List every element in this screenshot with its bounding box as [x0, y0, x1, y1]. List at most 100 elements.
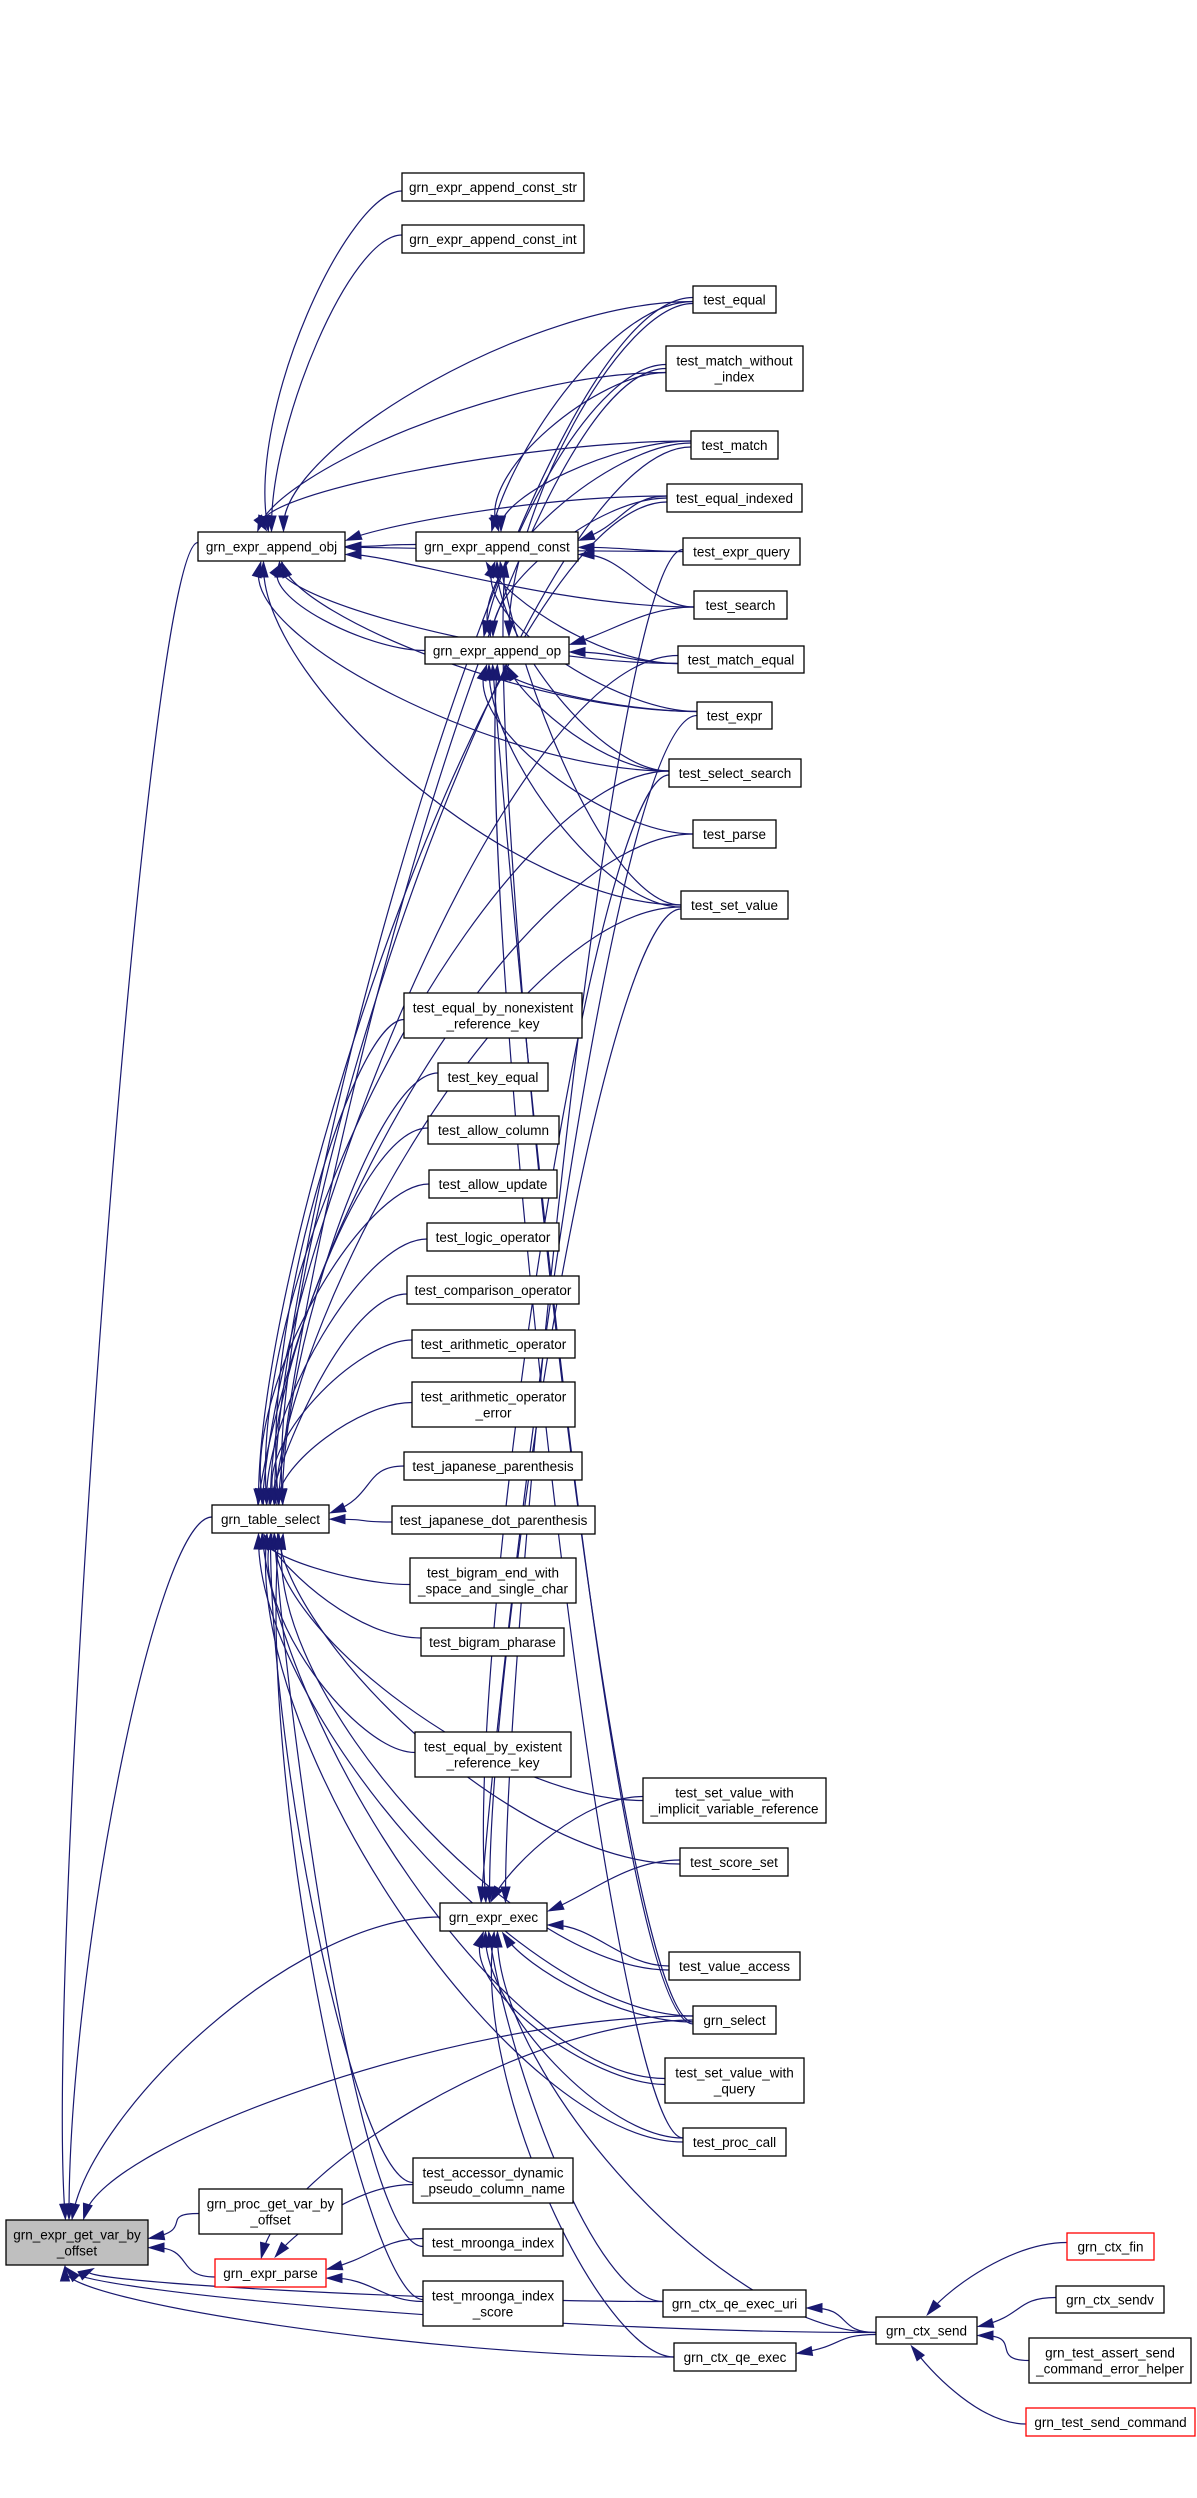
node-box[interactable]: [424, 636, 570, 665]
node-test-equal[interactable]: test_equal: [692, 285, 777, 314]
node-box[interactable]: [422, 2228, 564, 2257]
node-test-allow-column[interactable]: test_allow_column: [427, 1115, 560, 1145]
node-box[interactable]: [409, 1557, 577, 1604]
node-append-obj[interactable]: grn_expr_append_obj: [197, 531, 346, 562]
node-box[interactable]: [420, 1627, 565, 1657]
node-test-match-without-index[interactable]: test_match_without_index: [665, 345, 804, 392]
node-grn-select[interactable]: grn_select: [692, 2005, 777, 2035]
node-test-equal-indexed[interactable]: test_equal_indexed: [666, 483, 803, 513]
node-box[interactable]: [426, 1222, 560, 1252]
node-test-score-set[interactable]: test_score_set: [679, 1847, 789, 1877]
node-box[interactable]: [692, 819, 777, 849]
node-test-set-value-with-query[interactable]: test_set_value_with_query: [664, 2057, 805, 2104]
node-const-str[interactable]: grn_expr_append_const_str: [401, 172, 585, 202]
node-const-int[interactable]: grn_expr_append_const_int: [401, 224, 585, 254]
node-test-select-search[interactable]: test_select_search: [668, 758, 802, 788]
node-ctx-qe-exec-uri[interactable]: grn_ctx_qe_exec_uri: [662, 2289, 807, 2318]
node-test-assert-send[interactable]: grn_test_assert_send_command_error_helpe…: [1028, 2337, 1192, 2384]
node-box[interactable]: [5, 2219, 149, 2266]
node-box[interactable]: [214, 2258, 327, 2288]
node-test-japanese-parenthesis[interactable]: test_japanese_parenthesis: [403, 1451, 583, 1481]
node-box[interactable]: [401, 224, 585, 254]
node-test-arithmetic-operator-error[interactable]: test_arithmetic_operator_error: [411, 1381, 576, 1428]
node-test-comparison-operator[interactable]: test_comparison_operator: [406, 1275, 580, 1305]
node-box[interactable]: [1066, 2232, 1155, 2261]
node-box[interactable]: [403, 992, 583, 1039]
node-box[interactable]: [668, 758, 802, 788]
node-box[interactable]: [693, 590, 788, 620]
node-box[interactable]: [411, 1329, 576, 1359]
node-test-proc-call[interactable]: test_proc_call: [682, 2127, 787, 2157]
node-box[interactable]: [677, 645, 805, 674]
node-test-search[interactable]: test_search: [693, 590, 788, 620]
node-box[interactable]: [422, 2280, 564, 2327]
node-box[interactable]: [1028, 2337, 1192, 2384]
node-test-equal-by-nonexistent[interactable]: test_equal_by_nonexistent_reference_key: [403, 992, 583, 1039]
node-box[interactable]: [1025, 2407, 1196, 2437]
node-test-bigram-pharase[interactable]: test_bigram_pharase: [420, 1627, 565, 1657]
node-box[interactable]: [664, 2057, 805, 2104]
node-box[interactable]: [696, 701, 773, 730]
node-test-mroonga-index[interactable]: test_mroonga_index: [422, 2228, 564, 2257]
node-box[interactable]: [1055, 2285, 1165, 2314]
node-box[interactable]: [668, 1951, 801, 1981]
node-box[interactable]: [875, 2316, 978, 2345]
node-test-bigram-end-with[interactable]: test_bigram_end_with_space_and_single_ch…: [409, 1557, 577, 1604]
node-box[interactable]: [692, 2005, 777, 2035]
node-expr-parse[interactable]: grn_expr_parse: [214, 2258, 327, 2288]
node-table-select[interactable]: grn_table_select: [211, 1504, 330, 1534]
node-box[interactable]: [682, 537, 801, 566]
node-box[interactable]: [391, 1505, 596, 1535]
node-box[interactable]: [662, 2289, 807, 2318]
node-box[interactable]: [679, 1847, 789, 1877]
node-test-set-value-implicit[interactable]: test_set_value_with_implicit_variable_re…: [642, 1777, 827, 1824]
node-box[interactable]: [673, 2342, 797, 2372]
node-box[interactable]: [642, 1777, 827, 1824]
node-box[interactable]: [211, 1504, 330, 1534]
node-append-op[interactable]: grn_expr_append_op: [424, 636, 570, 665]
node-proc-get-var[interactable]: grn_proc_get_var_by_offset: [198, 2188, 343, 2235]
node-box[interactable]: [690, 430, 779, 460]
node-expr-exec[interactable]: grn_expr_exec: [439, 1902, 548, 1932]
node-box[interactable]: [439, 1902, 548, 1932]
node-ctx-qe-exec[interactable]: grn_ctx_qe_exec: [673, 2342, 797, 2372]
node-test-parse[interactable]: test_parse: [692, 819, 777, 849]
node-box[interactable]: [198, 2188, 343, 2235]
node-ctx-send[interactable]: grn_ctx_send: [875, 2316, 978, 2345]
node-test-expr[interactable]: test_expr: [696, 701, 773, 730]
node-test-equal-by-existent[interactable]: test_equal_by_existent_reference_key: [414, 1731, 572, 1778]
node-test-japanese-dot-parenthesis[interactable]: test_japanese_dot_parenthesis: [391, 1505, 596, 1535]
node-box[interactable]: [412, 2157, 574, 2204]
node-test-mroonga-index-score[interactable]: test_mroonga_index_score: [422, 2280, 564, 2327]
node-box[interactable]: [414, 1731, 572, 1778]
node-ctx-fin[interactable]: grn_ctx_fin: [1066, 2232, 1155, 2261]
node-box[interactable]: [401, 172, 585, 202]
node-test-key-equal[interactable]: test_key_equal: [437, 1062, 549, 1092]
node-box[interactable]: [665, 345, 804, 392]
node-box[interactable]: [197, 531, 346, 562]
node-box[interactable]: [692, 285, 777, 314]
node-box[interactable]: [682, 2127, 787, 2157]
node-test-match[interactable]: test_match: [690, 430, 779, 460]
node-test-arithmetic-operator[interactable]: test_arithmetic_operator: [411, 1329, 576, 1359]
node-test-allow-update[interactable]: test_allow_update: [428, 1169, 558, 1199]
node-box[interactable]: [427, 1115, 560, 1145]
node-box[interactable]: [666, 483, 803, 513]
node-test-send-command[interactable]: grn_test_send_command: [1025, 2407, 1196, 2437]
node-box[interactable]: [415, 531, 579, 562]
node-test-logic-operator[interactable]: test_logic_operator: [426, 1222, 560, 1252]
node-box[interactable]: [406, 1275, 580, 1305]
node-test-value-access[interactable]: test_value_access: [668, 1951, 801, 1981]
node-get-var[interactable]: grn_expr_get_var_by_offset: [5, 2219, 149, 2266]
node-append-const[interactable]: grn_expr_append_const: [415, 531, 579, 562]
node-box[interactable]: [403, 1451, 583, 1481]
node-box[interactable]: [437, 1062, 549, 1092]
node-test-accessor-dynamic[interactable]: test_accessor_dynamic_pseudo_column_name: [412, 2157, 574, 2204]
node-ctx-sendv[interactable]: grn_ctx_sendv: [1055, 2285, 1165, 2314]
node-test-set-value[interactable]: test_set_value: [680, 890, 789, 920]
node-box[interactable]: [428, 1169, 558, 1199]
node-test-expr-query[interactable]: test_expr_query: [682, 537, 801, 566]
node-test-match-equal[interactable]: test_match_equal: [677, 645, 805, 674]
node-box[interactable]: [680, 890, 789, 920]
node-box[interactable]: [411, 1381, 576, 1428]
